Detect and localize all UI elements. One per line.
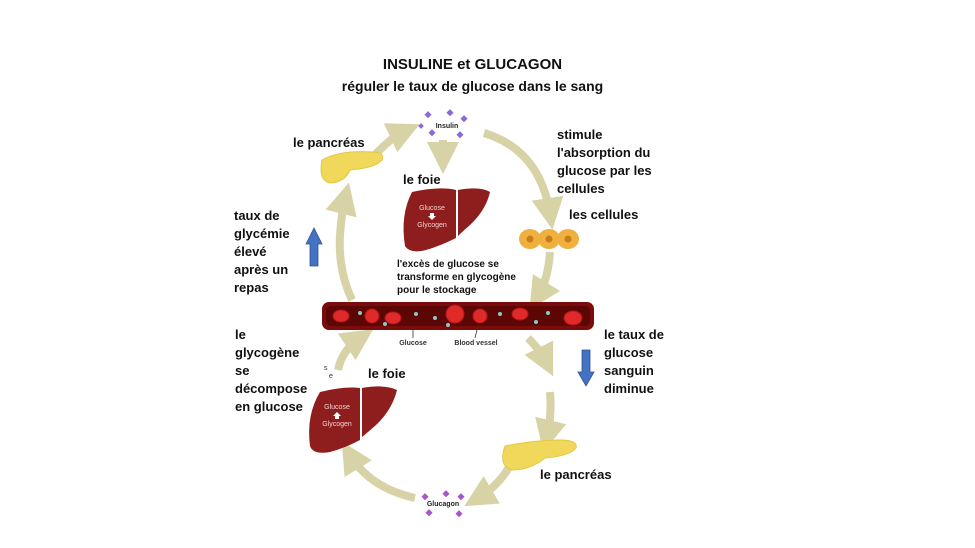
label-stimule: stimule l'absorption du glucose par les … [557, 127, 652, 196]
liver-top-glycogen-label: Glycogen [417, 222, 447, 229]
vessel-blood-label: Blood vessel [454, 340, 497, 347]
stray-e: e [329, 373, 333, 380]
liver-top-glucose-label: Glucose [419, 205, 445, 212]
label-glycemie: taux de glycémie élevé après un repas [234, 208, 290, 295]
glucagon-label: Glucagon [427, 501, 459, 508]
pancreas-top-icon [320, 151, 383, 184]
arrow-vessel-to-pancreas-top [325, 182, 357, 302]
blood-vessel-icon [322, 302, 594, 339]
liver-bottom-glycogen-label: Glycogen [322, 421, 352, 428]
pancreas-bottom-icon [502, 439, 577, 471]
cells-icon [519, 229, 579, 249]
label-foie-top: le foie [403, 172, 441, 187]
label-taux-diminue: le taux de glucose sanguin diminue [604, 327, 664, 396]
blue-up-arrow-icon [305, 227, 323, 267]
arrow-liver-to-vessel [334, 329, 374, 371]
liver-top-icon: Glucose Glycogen [403, 188, 490, 252]
label-foie-bottom: le foie [368, 366, 406, 381]
label-pancreas-bottom: le pancréas [540, 467, 612, 482]
diagram-subtitle: réguler le taux de glucose dans le sang [341, 78, 604, 94]
arrow-cells-to-vessel [529, 251, 561, 310]
diagram-title: INSULINE et GLUCAGON [382, 56, 563, 73]
arrow-to-pancreas-bottom [535, 391, 567, 452]
label-glycogene: le glycogène se décompose en glucose [235, 327, 308, 414]
down-arrow-icon [428, 213, 436, 220]
liver-bottom-icon: Glucose Glycogen [309, 386, 397, 453]
label-cellules: les cellules [569, 207, 639, 222]
label-pancreas-top: le pancréas [293, 135, 365, 150]
up-arrow-icon [333, 412, 341, 419]
liver-bottom-glucose-label: Glucose [324, 404, 350, 411]
glucagon-molecules-icon [421, 490, 465, 518]
cycle-arrows [325, 123, 567, 507]
arrow-glucagon-to-liver [341, 441, 416, 502]
label-exces: l'excès de glucose se transforme en glyc… [397, 259, 516, 296]
arrow-insulin-to-cells [482, 129, 564, 230]
insulin-label: Insulin [436, 123, 459, 130]
arrow-vessel-down [524, 335, 554, 377]
vessel-glucose-label: Glucose [399, 340, 427, 347]
stray-s: s [324, 365, 328, 372]
blue-down-arrow-icon [577, 349, 595, 387]
insulin-molecules-icon [418, 109, 468, 139]
